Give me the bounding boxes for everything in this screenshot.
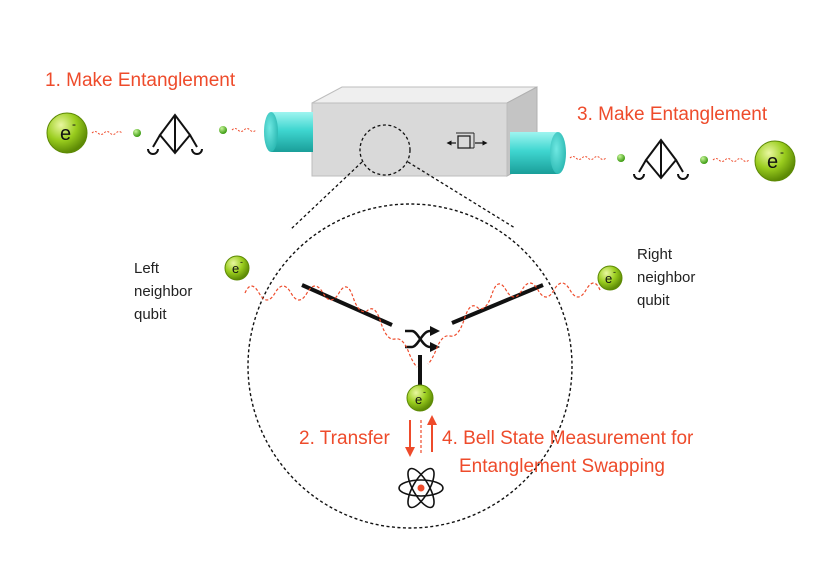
svg-text:-: - — [240, 257, 243, 267]
right-neighbor-label: Right neighbor qubit — [637, 246, 695, 309]
right-electron-icon: e - — [754, 140, 796, 182]
svg-text:e: e — [60, 123, 71, 145]
zoom-region-marker — [359, 124, 411, 176]
svg-text:Left: Left — [134, 260, 160, 277]
svg-text:neighbor: neighbor — [134, 283, 192, 300]
svg-text:e: e — [415, 392, 422, 407]
right-photon-path — [427, 282, 601, 365]
beam-splitter-detector-icon — [147, 113, 203, 155]
right-photon-wave-2 — [712, 158, 750, 162]
svg-text:qubit: qubit — [134, 306, 167, 323]
center-electron-icon: e - — [406, 384, 434, 412]
optical-fiber-icon — [510, 132, 566, 174]
step4-label-line1: 4. Bell State Measurement for — [442, 428, 694, 449]
switch-arrows-icon — [405, 326, 440, 352]
right-neighbor-electron-icon: e - — [597, 265, 623, 291]
step4-label-line2: Entanglement Swapping — [459, 456, 665, 477]
svg-text:-: - — [72, 117, 76, 131]
right-arm — [451, 283, 544, 325]
zoomed-detail-circle — [247, 203, 573, 529]
svg-text:-: - — [613, 267, 616, 277]
swap-arrows-icon — [446, 132, 488, 149]
step1-label: 1. Make Entanglement — [45, 70, 236, 91]
optical-fiber-icon — [264, 112, 313, 152]
svg-text:neighbor: neighbor — [637, 269, 695, 286]
photon-icon — [617, 154, 625, 162]
step2-label: 2. Transfer — [299, 428, 390, 449]
svg-text:e: e — [605, 271, 612, 286]
svg-text:-: - — [423, 387, 426, 397]
svg-text:e: e — [232, 261, 239, 276]
zoom-line-right — [407, 161, 516, 229]
svg-text:qubit: qubit — [637, 292, 670, 309]
left-arm — [301, 283, 393, 327]
atom-nucleus-icon — [398, 467, 444, 509]
left-neighbor-electron-icon: e - — [224, 255, 250, 281]
zoom-line-left — [289, 161, 363, 231]
svg-text:-: - — [780, 145, 784, 159]
svg-text:Right: Right — [637, 246, 673, 263]
right-photon-wave-1 — [569, 156, 607, 160]
left-neighbor-label: Left neighbor qubit — [134, 260, 192, 323]
photon-icon — [700, 156, 708, 164]
beam-splitter-detector-icon — [633, 138, 689, 180]
repeater-box — [311, 86, 538, 177]
step3-label: 3. Make Entanglement — [577, 104, 768, 125]
left-photon-wave-2 — [231, 128, 257, 132]
left-photon-path — [244, 285, 418, 368]
photon-icon — [219, 126, 227, 134]
left-electron-icon: e - — [46, 112, 88, 154]
left-photon-wave-1 — [91, 131, 123, 135]
svg-text:e: e — [767, 151, 778, 173]
photon-icon — [133, 129, 141, 137]
